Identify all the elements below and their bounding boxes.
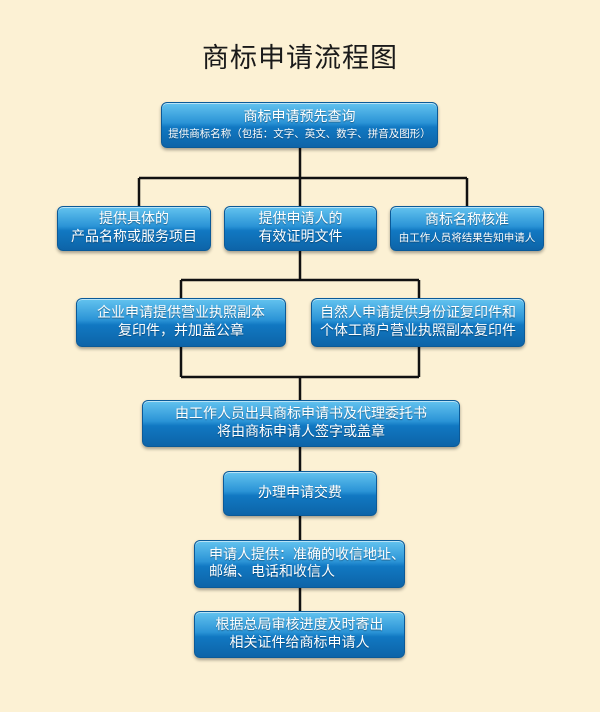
- step-mail-line1: 根据总局审核进度及时寄出: [215, 617, 384, 633]
- step-address-box: 申请人提供：准确的收信地址、 邮编、电话和收信人: [194, 540, 405, 588]
- page-title: 商标申请流程图: [202, 43, 398, 74]
- step-company-line1: 企业申请提供营业执照副本: [97, 305, 265, 321]
- step-approval-detail: 由工作人员将结果告知申请人: [398, 231, 536, 244]
- step-query-title: 商标申请预先查询: [243, 108, 356, 125]
- step-applicant-cert-box: 提供申请人的 有效证明文件: [224, 206, 377, 251]
- step-fee-box: 办理申请交费: [223, 471, 377, 516]
- step-person-box: 自然人申请提供身份证复印件和 个体工商户营业执照副本复印件: [311, 298, 525, 347]
- step-approval-box: 商标名称核准 由工作人员将结果告知申请人: [390, 206, 544, 251]
- step-applicant-cert-line2: 有效证明文件: [258, 228, 343, 245]
- step-staff-docs-box: 由工作人员出具商标申请书及代理委托书 将由商标申请人签字或盖章: [142, 400, 460, 447]
- step-fee-label: 办理申请交费: [258, 484, 342, 501]
- step-product-line2: 产品名称或服务项目: [71, 228, 197, 245]
- step-mail-box: 根据总局审核进度及时寄出 相关证件给商标申请人: [194, 611, 405, 658]
- step-staff-docs-line1: 由工作人员出具商标申请书及代理委托书: [175, 406, 427, 422]
- step-staff-docs-line2: 将由商标申请人签字或盖章: [217, 423, 385, 440]
- step-mail-line2: 相关证件给商标申请人: [229, 634, 370, 651]
- step-approval-title: 商标名称核准: [425, 212, 509, 229]
- step-applicant-cert-line1: 提供申请人的: [258, 211, 343, 227]
- step-person-line2: 个体工商户营业执照副本复印件: [320, 322, 516, 339]
- step-person-line1: 自然人申请提供身份证复印件和: [320, 305, 516, 321]
- step-company-box: 企业申请提供营业执照副本 复印件，并加盖公章: [76, 298, 286, 347]
- step-query-detail: 提供商标名称（包括：文字、英文、数字、拼音及图形）: [168, 128, 431, 141]
- step-company-line2: 复印件，并加盖公章: [118, 322, 244, 339]
- step-address-line1: 申请人提供：准确的收信地址、: [209, 546, 405, 563]
- step-product-box: 提供具体的 产品名称或服务项目: [57, 206, 211, 251]
- step-product-line1: 提供具体的: [99, 211, 169, 227]
- step-query-box: 商标申请预先查询 提供商标名称（包括：文字、英文、数字、拼音及图形）: [161, 102, 438, 148]
- step-address-line2: 邮编、电话和收信人: [209, 564, 335, 580]
